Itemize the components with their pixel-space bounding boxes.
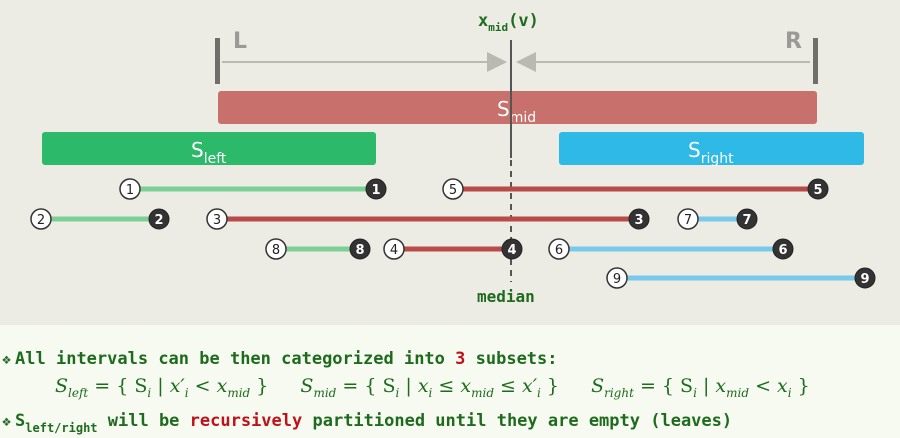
interval-5-start-marker xyxy=(442,178,464,200)
interval-5-end-marker xyxy=(807,178,829,200)
bullet3-sub: left/right xyxy=(25,421,98,435)
interval-7-end-marker xyxy=(736,208,758,230)
right-bound-bar xyxy=(813,38,818,84)
interval-1-start-label: 1 xyxy=(126,183,134,198)
interval-8-end-marker xyxy=(349,238,371,260)
bullet-list: ❖All intervals can be then categorized i… xyxy=(0,325,900,438)
subset-formulas: Sleft = { Si | x′i < xmid } Smid = { Si … xyxy=(55,375,836,400)
bullet-recursion: ❖Sleft/right will be recursively partiti… xyxy=(2,411,732,435)
interval-3-end-label: 3 xyxy=(634,213,643,228)
left-bound-label: L xyxy=(233,29,247,54)
smid-label: Smid xyxy=(497,97,536,126)
interval-6-start-label: 6 xyxy=(555,243,563,258)
sleft-bar xyxy=(42,132,376,165)
interval-9-end-label: 9 xyxy=(860,272,869,287)
interval-7-start-label: 7 xyxy=(684,213,692,228)
interval-6-start-marker xyxy=(548,238,570,260)
interval-7-end-label: 7 xyxy=(742,213,751,228)
formula-sleft: Sleft = { Si | x′i < xmid } xyxy=(55,375,269,400)
bullet3-s: S xyxy=(15,411,26,431)
interval-9-start-label: 9 xyxy=(613,272,621,287)
smid-bar xyxy=(218,91,817,124)
interval-5-start-label: 5 xyxy=(449,183,457,198)
right-bound-label: R xyxy=(785,29,802,54)
interval-4-start-marker xyxy=(383,238,405,260)
bullet3-text-b: partitioned until they are empty (leaves… xyxy=(302,411,733,431)
sright-bar xyxy=(559,132,864,165)
interval-3-start-marker xyxy=(206,208,228,230)
interval-8-start-marker xyxy=(265,238,287,260)
interval-4-start-label: 4 xyxy=(390,243,398,258)
interval-3-start-label: 3 xyxy=(213,213,221,228)
interval-2-start-label: 2 xyxy=(37,213,45,228)
interval-4-end-label: 4 xyxy=(507,243,516,258)
interval-1-start-marker xyxy=(119,178,141,200)
bullet1-count: 3 xyxy=(455,349,466,369)
interval-7-start-marker xyxy=(677,208,699,230)
formula-sright: Sright = { Si | xmid < xi } xyxy=(591,375,810,400)
interval-3-end-marker xyxy=(628,208,650,230)
interval-9-end-marker xyxy=(854,267,876,289)
diamond-bullet-icon: ❖ xyxy=(2,350,12,368)
formula-smid: Smid = { Si | xi ≤ xmid ≤ x′i } xyxy=(300,375,560,400)
interval-6-end-label: 6 xyxy=(778,243,787,258)
interval-2-end-label: 2 xyxy=(154,213,163,228)
bullet3-recursively: recursively xyxy=(189,411,303,431)
interval-6-end-marker xyxy=(772,238,794,260)
interval-5-end-label: 5 xyxy=(813,183,822,198)
left-bound-bar xyxy=(215,38,220,84)
sleft-label: Sleft xyxy=(191,138,227,167)
interval-1-end-label: 1 xyxy=(371,183,380,198)
interval-9-start-marker xyxy=(606,267,628,289)
interval-2-end-marker xyxy=(148,208,170,230)
interval-1-end-marker xyxy=(365,178,387,200)
xmid-label: xmid(v) xyxy=(478,11,539,34)
median-label: median xyxy=(477,287,535,306)
bullet1-text-a: All intervals can be then categorized in… xyxy=(15,349,456,369)
bullet-categorize: ❖All intervals can be then categorized i… xyxy=(2,349,558,369)
interval-8-start-label: 8 xyxy=(272,243,280,258)
interval-diagram: xmid(v) L R Smid Sleft Sright median 1 1 2… xyxy=(30,11,876,306)
interval-4-end-marker xyxy=(501,238,523,260)
bullet3-text-a: will be xyxy=(97,411,190,431)
sright-label: Sright xyxy=(688,138,734,167)
interval-8-end-label: 8 xyxy=(355,243,364,258)
interval-segments: 1 1 2 2 3 3 4 4 5 5 6 6 7 7 8 8 9 9 xyxy=(30,178,876,289)
diamond-bullet-icon: ❖ xyxy=(2,412,12,430)
interval-2-start-marker xyxy=(30,208,52,230)
bullet1-text-b: subsets: xyxy=(465,349,558,369)
